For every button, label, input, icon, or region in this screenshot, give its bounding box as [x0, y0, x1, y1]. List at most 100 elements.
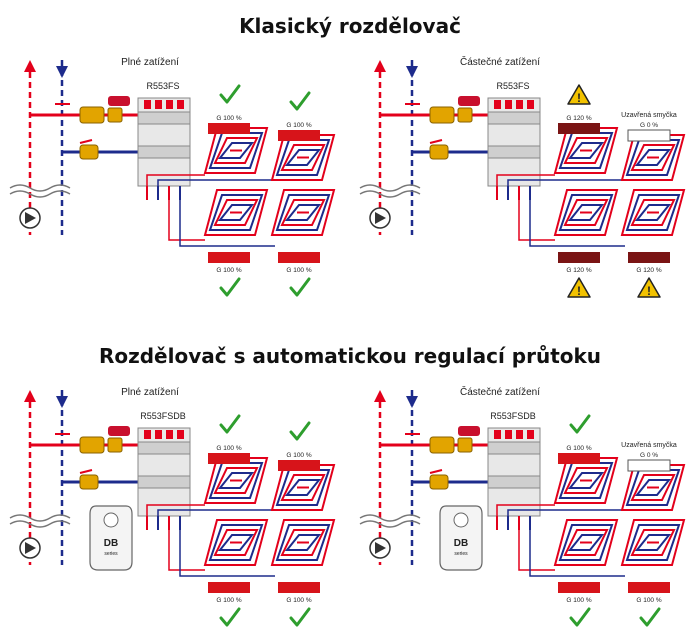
- pipe-break: [359, 514, 421, 522]
- manifold-supply-bar: [137, 111, 191, 125]
- coil-line: [213, 467, 259, 494]
- pipe-break: [9, 514, 71, 522]
- pipe-break: [359, 184, 421, 192]
- coil-line: [203, 189, 269, 236]
- title-auto: Rozdělovač s automatickou regulací průto…: [98, 344, 602, 368]
- floor-loop: [270, 189, 336, 236]
- load-label: Částečné zatížení: [460, 385, 540, 398]
- coil-line: [213, 529, 259, 556]
- manifold-valve-cap: [494, 100, 501, 109]
- coil-line: [284, 204, 322, 221]
- loop-feed: [496, 504, 555, 530]
- floor-loop: [203, 519, 269, 566]
- arrow-up-icon: [374, 390, 386, 402]
- coil-line: [634, 534, 672, 551]
- check-icon: [219, 414, 241, 434]
- flow-bar: [278, 130, 320, 141]
- coil-line: [275, 524, 331, 561]
- coil-line: [630, 474, 676, 501]
- manifold-valve-cap: [494, 430, 501, 439]
- coil-line: [558, 524, 614, 561]
- flow-value: G 0 %: [640, 122, 658, 129]
- flow-value: G 100 %: [566, 597, 592, 604]
- valve-handle: [429, 469, 443, 474]
- coil-line: [553, 457, 619, 504]
- arrow-down-icon: [406, 66, 418, 78]
- coil-line: [553, 189, 619, 236]
- coil-line: [634, 204, 672, 221]
- filter-body: [457, 107, 473, 123]
- manifold-valve-cap: [505, 100, 512, 109]
- check-icon: [639, 607, 661, 627]
- flow-bar: [278, 252, 320, 263]
- floor-loop: [270, 464, 336, 511]
- coil-line: [630, 144, 676, 171]
- manifold-valve-cap: [155, 430, 162, 439]
- coil-line: [213, 137, 259, 164]
- coil-line: [208, 194, 264, 231]
- pipe-break: [359, 190, 421, 198]
- pump-arrow: [25, 212, 36, 224]
- flow-value: G 100 %: [286, 122, 312, 129]
- coil-line: [630, 529, 676, 556]
- manifold-valve-cap: [505, 430, 512, 439]
- coil-line: [620, 519, 686, 566]
- coil-line: [203, 457, 269, 504]
- actuator-head: [108, 96, 130, 106]
- actuator-head: [458, 426, 480, 436]
- flow-value: G 100 %: [216, 445, 242, 452]
- flow-value: G 100 %: [566, 445, 592, 452]
- flow-bar: [208, 453, 250, 464]
- manifold-valve-cap: [144, 100, 151, 109]
- floor-loop: [203, 457, 269, 504]
- manifold-valve-cap: [144, 430, 151, 439]
- warning-mark: !: [577, 91, 581, 105]
- coil-line: [634, 479, 672, 496]
- loop-feed: [518, 200, 555, 241]
- return-valve: [79, 144, 99, 160]
- pump-arrow: [375, 542, 386, 554]
- flow-bar: [208, 123, 250, 134]
- check-icon: [219, 84, 241, 104]
- coil-line: [280, 144, 326, 171]
- loop-feed: [157, 179, 272, 200]
- coil-line: [213, 199, 259, 226]
- tag-hole: [453, 512, 469, 528]
- manifold-valve-cap: [527, 430, 534, 439]
- loop-feed: [168, 200, 205, 241]
- arrow-up-icon: [374, 60, 386, 72]
- warning-mark: !: [577, 284, 581, 298]
- flow-value: G 120 %: [566, 115, 592, 122]
- coil-line: [563, 137, 609, 164]
- check-icon: [289, 277, 311, 297]
- coil-line: [563, 529, 609, 556]
- floor-loop: [203, 127, 269, 174]
- pipe-break: [9, 190, 71, 198]
- tag-sub-text: series: [454, 551, 468, 557]
- manifold-return-bar: [487, 145, 541, 159]
- loop-feed: [168, 530, 205, 571]
- tag-body: [89, 505, 133, 571]
- flow-value: G 100 %: [216, 597, 242, 604]
- loop-feed: [529, 530, 625, 577]
- manifold-model: R553FS: [146, 81, 179, 91]
- coil-line: [563, 199, 609, 226]
- closed-loop-label: Uzavřená smyčka: [621, 442, 677, 449]
- manifold-model: R553FSDB: [140, 411, 186, 421]
- manifold-return-bar: [137, 145, 191, 159]
- flow-bar: [558, 252, 600, 263]
- arrow-up-icon: [24, 390, 36, 402]
- flow-bar: [627, 459, 671, 472]
- pipe-break: [9, 184, 71, 192]
- floor-loop: [620, 189, 686, 236]
- coil-line: [208, 524, 264, 561]
- pipe-break: [9, 520, 71, 528]
- loop-feed: [157, 509, 272, 530]
- flow-value: G 100 %: [216, 267, 242, 274]
- floor-loop: [620, 134, 686, 181]
- return-valve: [429, 474, 449, 490]
